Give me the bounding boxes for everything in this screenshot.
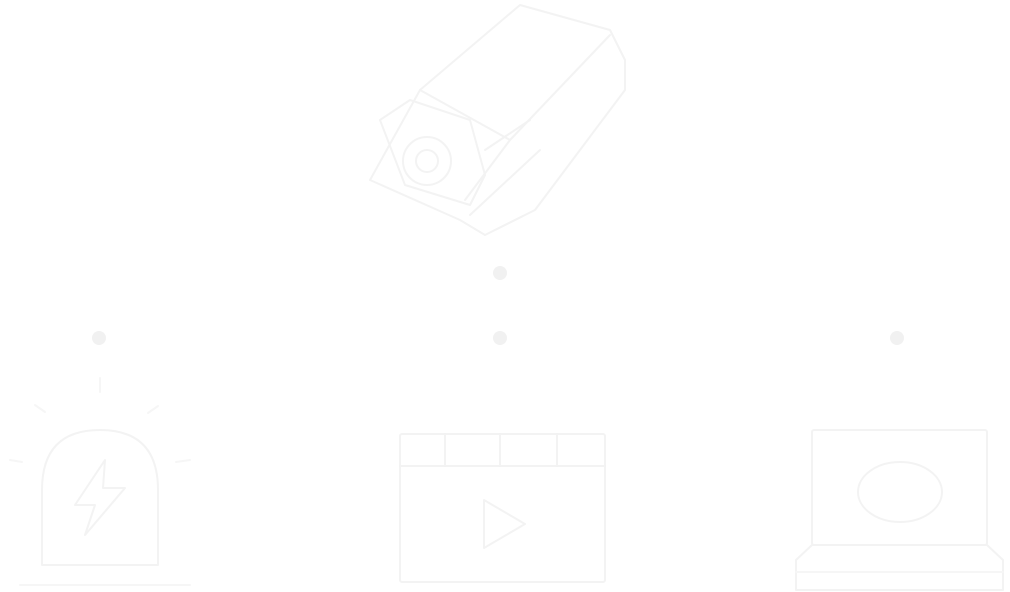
decor-dot xyxy=(890,331,904,345)
lightning-bolt-icon xyxy=(9,377,191,586)
security-camera-icon xyxy=(369,4,626,236)
decor-dot xyxy=(493,331,507,345)
video-player-icon xyxy=(399,433,606,583)
decor-dot xyxy=(92,331,106,345)
laptop-icon xyxy=(795,429,1004,591)
decor-dot xyxy=(493,266,507,280)
